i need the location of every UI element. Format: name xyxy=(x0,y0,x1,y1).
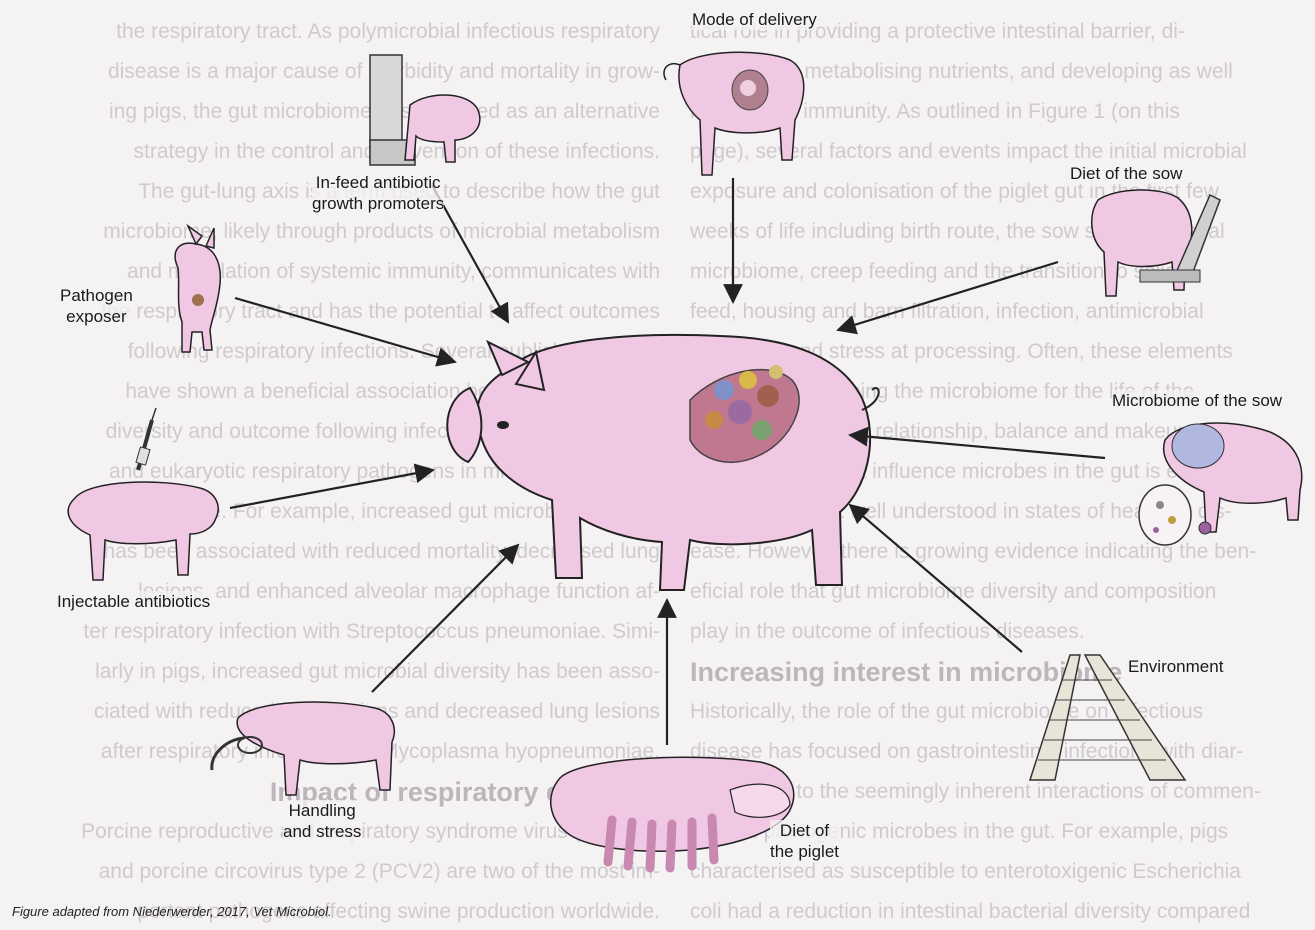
diet-of-sow-illustration xyxy=(1092,190,1220,296)
arrow-diet-of-sow xyxy=(838,262,1058,330)
label-in-feed-antibiotic: In-feed antibiotic growth promoters xyxy=(312,172,444,214)
label-pathogen-exposer: Pathogen exposer xyxy=(60,285,133,327)
arrow-injectable xyxy=(230,470,433,508)
label-diet-of-piglet-line2: the piglet xyxy=(770,841,839,862)
microbiome-of-sow-illustration xyxy=(1139,423,1302,545)
label-diet-of-sow: Diet of the sow xyxy=(1070,163,1182,184)
arrow-handling xyxy=(372,545,518,692)
label-handling-line2: and stress xyxy=(283,821,361,842)
handling-and-stress-illustration xyxy=(212,702,394,795)
diet-of-piglet-illustration xyxy=(551,757,794,868)
mode-of-delivery-illustration xyxy=(664,52,804,175)
label-in-feed-line2: growth promoters xyxy=(312,193,444,214)
label-pathogen-line2: exposer xyxy=(60,306,133,327)
label-diet-of-piglet-line1: Diet of xyxy=(770,820,839,841)
arrow-pathogen xyxy=(235,298,455,362)
pathogen-exposer-illustration xyxy=(175,226,220,352)
label-pathogen-line1: Pathogen xyxy=(60,285,133,306)
injectable-antibiotics-illustration xyxy=(68,408,218,580)
figure-caption: Figure adapted from Niederwerder, 2017, … xyxy=(12,904,332,919)
label-in-feed-line1: In-feed antibiotic xyxy=(312,172,444,193)
label-environment: Environment xyxy=(1128,656,1223,677)
label-handling-and-stress: Handling and stress xyxy=(283,800,361,842)
label-microbiome-of-sow: Microbiome of the sow xyxy=(1112,390,1282,411)
label-mode-of-delivery: Mode of delivery xyxy=(692,9,817,30)
arrow-environment xyxy=(850,505,1022,652)
in-feed-antibiotic-illustration xyxy=(370,55,480,165)
label-injectable-antibiotics: Injectable antibiotics xyxy=(57,591,210,612)
arrow-microbiome-of-sow xyxy=(850,435,1105,458)
label-handling-line1: Handling xyxy=(283,800,361,821)
label-diet-of-piglet: Diet of the piglet xyxy=(770,820,839,862)
